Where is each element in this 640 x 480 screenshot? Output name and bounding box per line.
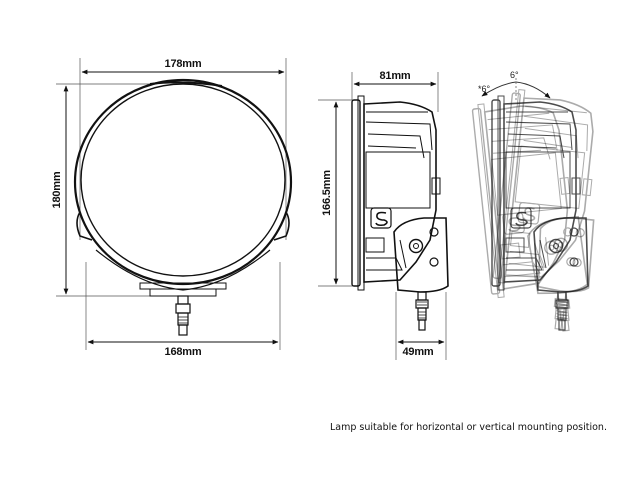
dimension-depth: 81mm: [380, 70, 411, 82]
mounting-note: Lamp suitable for horizontal or vertical…: [330, 422, 607, 433]
right-mount-tab: [273, 211, 290, 241]
tilt-angle-back: *6°: [478, 84, 491, 94]
tilt-view: *6° 6°: [471, 70, 610, 339]
lamp-side-profile: [351, 95, 449, 331]
dimension-width-bottom: 168mm: [165, 346, 202, 358]
lamp-housing-outline: [73, 78, 293, 286]
dimension-width-top: 178mm: [165, 58, 202, 70]
dimension-height: 180mm: [51, 171, 63, 208]
tilt-angle-forward: 6°: [510, 70, 519, 80]
front-view: 178mm 180mm 168mm: [51, 58, 293, 358]
side-view: 81mm 166.5mm 49mm: [318, 70, 449, 360]
dimension-bracket: 49mm: [403, 346, 434, 358]
bottom-trim: [95, 249, 271, 291]
tilt-arc-back: [481, 81, 517, 97]
lamp-top-edge: [149, 81, 223, 87]
bottom-bracket: [139, 282, 227, 290]
lamp-lens-outline: [80, 83, 286, 277]
mounting-bolt: [175, 295, 191, 336]
dimension-side-height: 166.5mm: [321, 170, 333, 216]
left-mount-tab: [76, 211, 93, 241]
tilt-arc-forward: [515, 81, 551, 99]
